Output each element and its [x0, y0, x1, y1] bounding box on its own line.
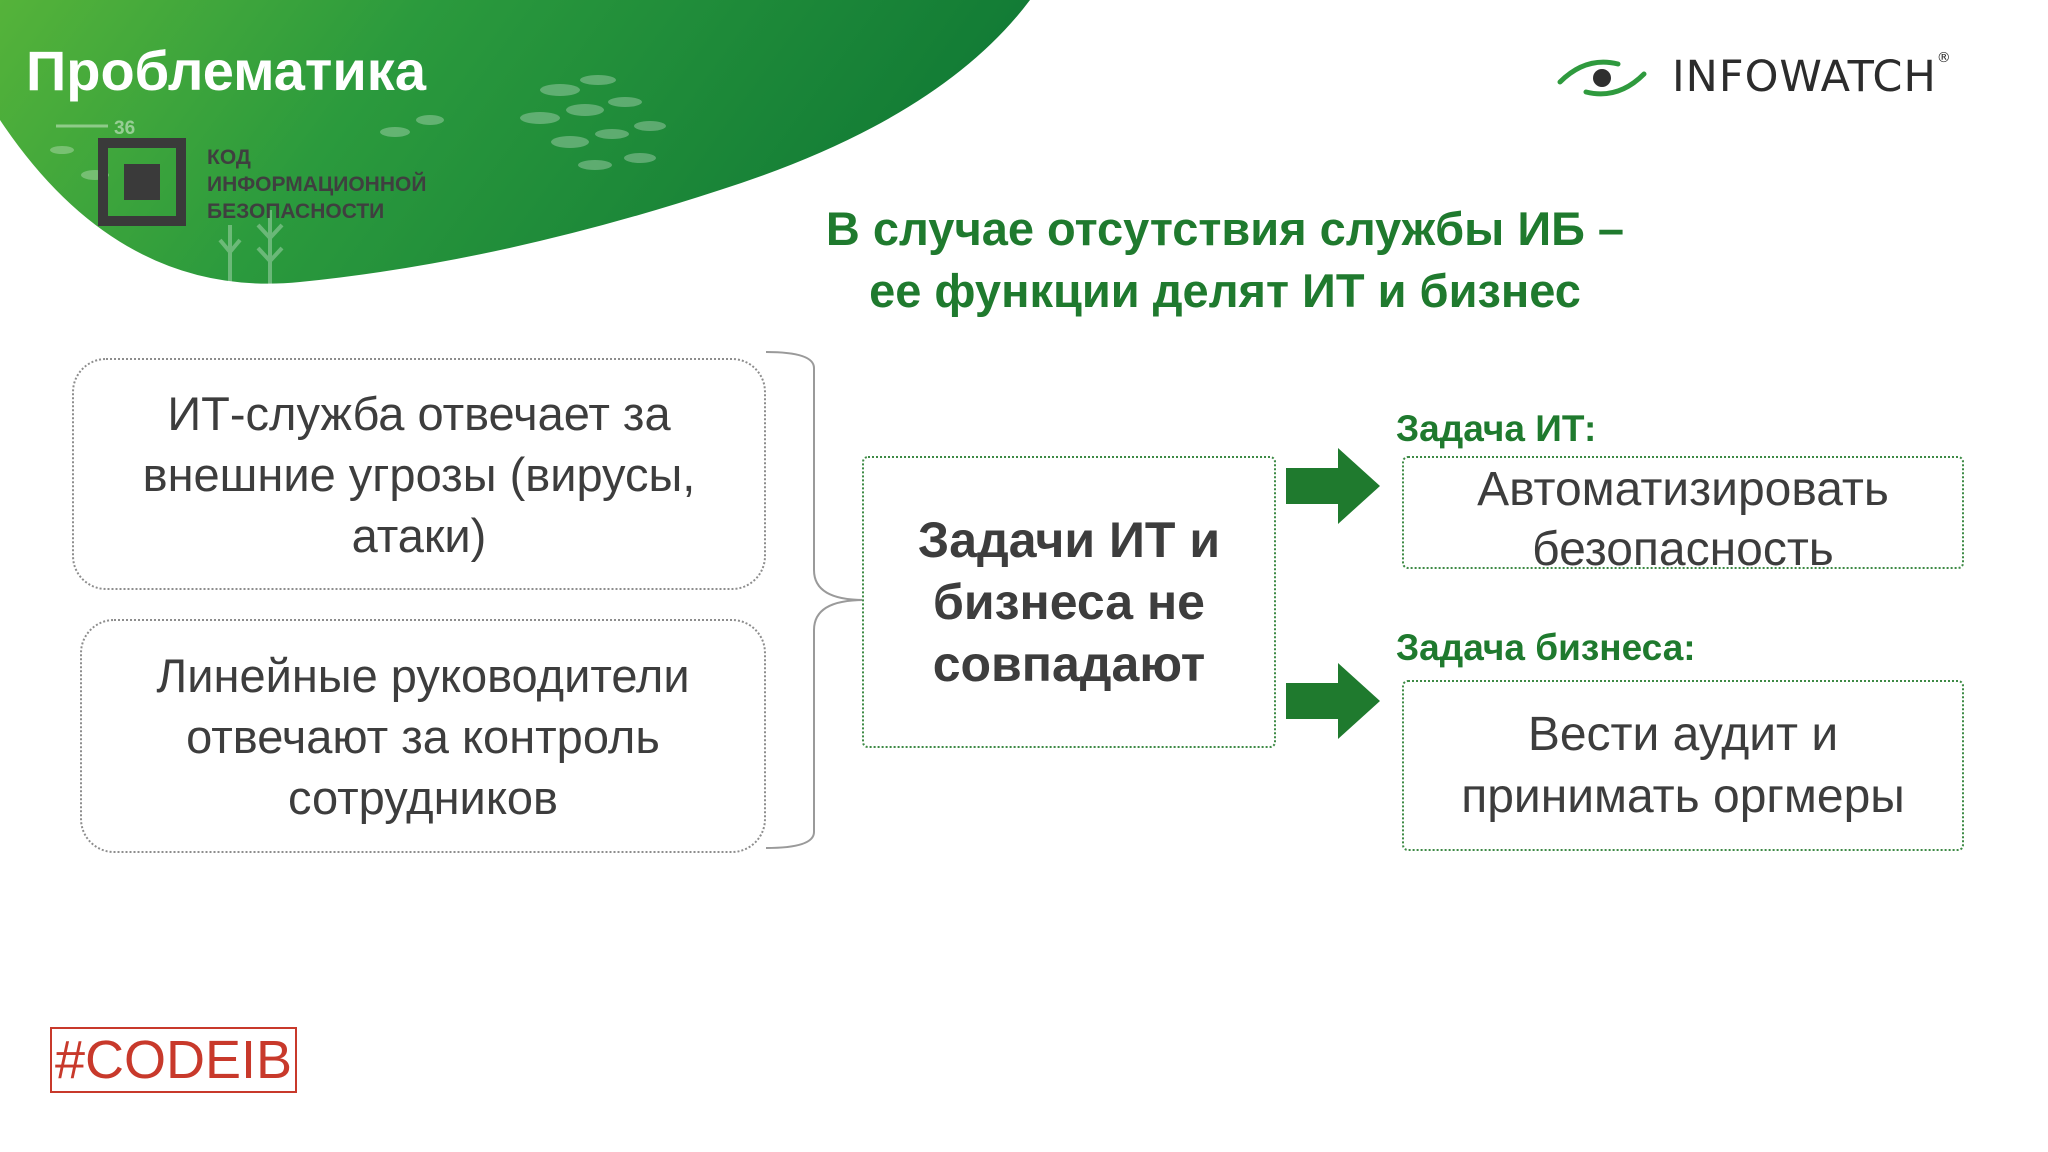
responsibility-box-managers: Линейные руководители отвечают за контро… — [80, 619, 766, 853]
conclusion-line: Задачи ИТ и — [917, 512, 1221, 568]
conclusion-box: Задачи ИТ и бизнеса не совпадают — [862, 456, 1276, 748]
registered-mark: ® — [1936, 49, 1952, 66]
task-label-business: Задача бизнеса: — [1396, 627, 1696, 668]
conference-logo-line: ИНФОРМАЦИОННОЙ — [207, 173, 427, 196]
box-line: Линейные руководители — [156, 648, 690, 702]
box-line: внешние угрозы (вирусы, — [142, 447, 696, 501]
box-line: отвечают за контроль — [186, 709, 660, 763]
box-line: сотрудников — [287, 770, 559, 824]
box-line: атаки) — [351, 508, 487, 562]
box-line: ИТ-служба отвечает за — [167, 386, 671, 440]
task-line: Вести аудит и — [1527, 707, 1839, 761]
hashtag-badge: #CODEIB — [50, 1027, 298, 1093]
task-label-it: Задача ИТ: — [1396, 408, 1597, 449]
conference-logo-line: КОД — [207, 146, 251, 169]
square-frame-icon — [98, 138, 186, 226]
arrow-right-icon — [1286, 663, 1380, 739]
slide-heading: В случае отсутствия службы ИБ – ее функц… — [740, 198, 1710, 322]
conference-logo-number: 36 — [114, 118, 135, 139]
conference-logo-text: КОД ИНФОРМАЦИОННОЙ БЕЗОПАСНОСТИ — [207, 144, 426, 225]
responsibility-box-it: ИТ-служба отвечает за внешние угрозы (ви… — [72, 358, 766, 590]
conference-logo-line: БЕЗОПАСНОСТИ — [207, 200, 385, 223]
conclusion-line: совпадают — [932, 636, 1206, 692]
heading-line: ее функции делят ИТ и бизнес — [869, 264, 1581, 317]
company-name-text: INFOWATCH — [1672, 52, 1937, 102]
task-line: Автоматизировать — [1477, 463, 1889, 516]
curly-bracket-icon — [765, 351, 865, 849]
task-box-it: Автоматизировать безопасность — [1402, 456, 1964, 576]
conclusion-line: бизнеса не — [933, 574, 1205, 630]
arrow-right-icon — [1286, 448, 1380, 524]
heading-line: В случае отсутствия службы ИБ – — [825, 202, 1625, 255]
task-line: принимать оргмеры — [1461, 769, 1905, 823]
task-line: безопасность — [1532, 523, 1834, 576]
eye-icon — [1557, 59, 1647, 97]
slide-title: Проблематика — [26, 39, 426, 102]
company-name: INFOWATCH® — [1672, 49, 1952, 102]
task-box-business: Вести аудит и принимать оргмеры — [1402, 680, 1964, 851]
